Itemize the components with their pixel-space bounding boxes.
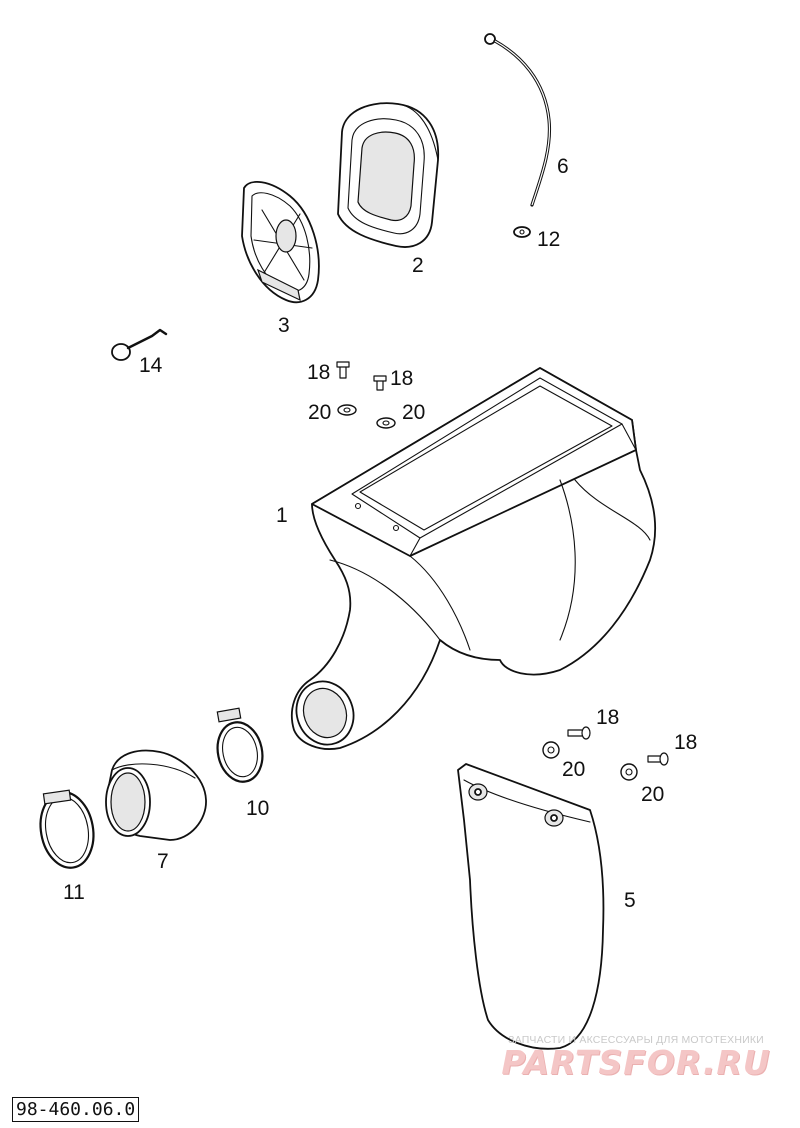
part-5-mud-flap <box>457 763 605 1050</box>
callout-20-lower-left: 20 <box>562 758 586 781</box>
part-2-air-filter <box>337 102 440 248</box>
callout-6: 6 <box>557 155 569 178</box>
callout-10: 10 <box>246 797 270 820</box>
top-fasteners <box>336 361 396 429</box>
callout-20-lower-right: 20 <box>641 783 665 806</box>
callout-18-lower-left: 18 <box>596 706 620 729</box>
callout-2: 2 <box>412 254 424 277</box>
watermark-tagline: ЗАПЧАСТИ И АКСЕССУАРЫ ДЛЯ МОТОТЕХНИКИ <box>508 1034 764 1046</box>
callout-1: 1 <box>276 504 288 527</box>
callout-14: 14 <box>139 354 163 377</box>
callout-18-top-right: 18 <box>390 367 414 390</box>
callout-7: 7 <box>157 850 169 873</box>
part-14-pin <box>111 328 168 361</box>
part-6-cable <box>484 33 552 207</box>
diagram-code-label: 98-460.06.0 <box>12 1097 140 1122</box>
lower-fasteners <box>542 726 669 781</box>
callout-11: 11 <box>63 881 85 904</box>
callout-20-top-left: 20 <box>308 401 332 424</box>
callout-3: 3 <box>278 314 290 337</box>
callout-20-top-right: 20 <box>402 401 426 424</box>
part-1-airbox <box>290 367 657 750</box>
callout-12: 12 <box>537 228 561 251</box>
callout-18-top-left: 18 <box>307 361 331 384</box>
callout-18-lower-right: 18 <box>674 731 698 754</box>
callout-5: 5 <box>624 889 636 912</box>
watermark-brand: PARTSFOR.RU <box>501 1043 771 1082</box>
part-12-clip <box>513 226 531 238</box>
part-10-clamp <box>216 707 264 783</box>
part-3-filter-cage <box>241 181 320 304</box>
watermark: ЗАПЧАСТИ И АКСЕССУАРЫ ДЛЯ МОТОТЕХНИКИ PA… <box>478 1034 794 1081</box>
part-11-clamp <box>39 789 95 869</box>
part-7-sleeve <box>105 749 207 841</box>
